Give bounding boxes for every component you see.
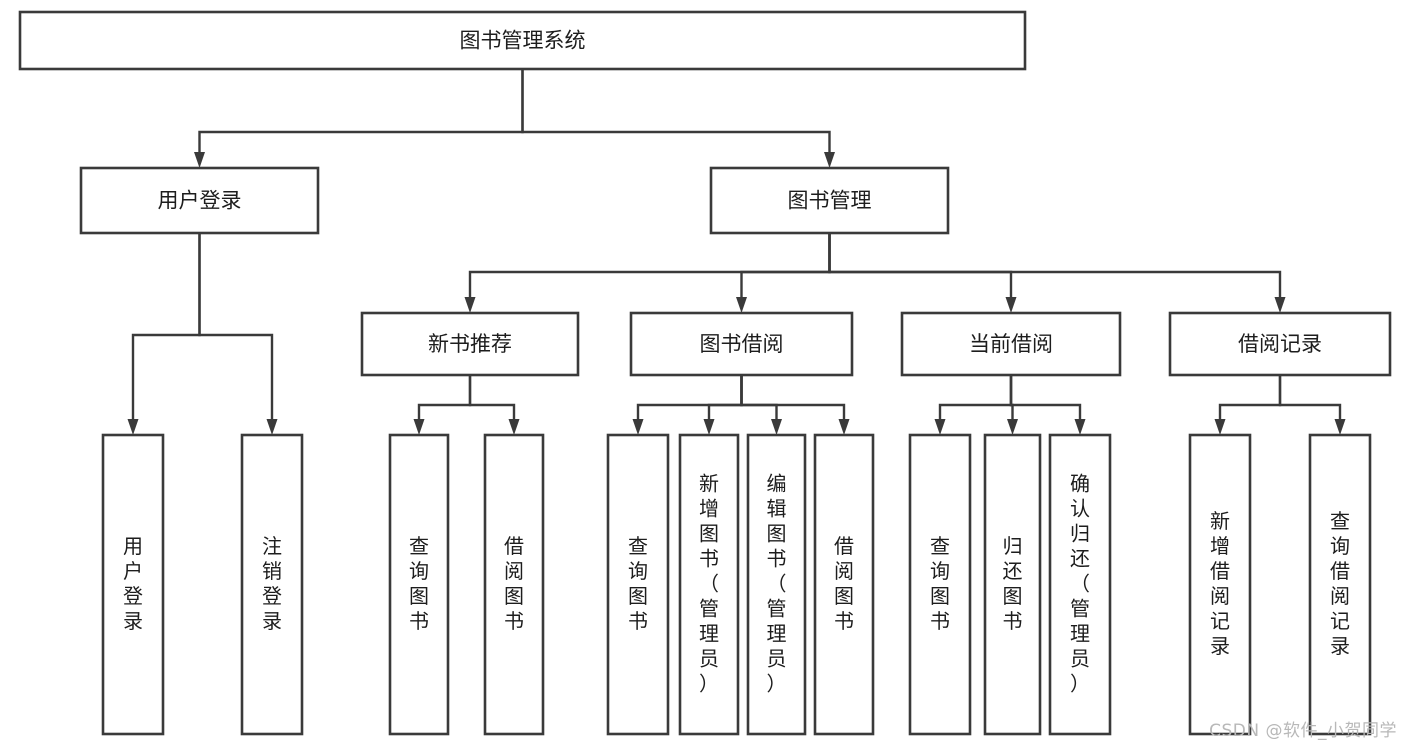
- node-box: [1168, 311, 1392, 377]
- node-leaf-user-logout[interactable]: 注销登录: [240, 433, 304, 736]
- node-box: [360, 311, 580, 377]
- node-label: 用户登录: [123, 534, 143, 633]
- node-leaf-query-book-2[interactable]: 查询图书: [606, 433, 670, 736]
- node-borrow-record[interactable]: 借阅记录: [1168, 311, 1392, 377]
- connector-book-manage-to-borrow-record: [828, 233, 1286, 313]
- node-box: [983, 433, 1042, 736]
- node-label: 查询图书: [628, 534, 648, 633]
- node-label: 查询图书: [930, 534, 950, 633]
- node-label: 图书管理: [788, 189, 872, 213]
- connector-book-borrow-to-leaf-add-book: [703, 375, 743, 435]
- node-leaf-add-book[interactable]: 新增图书（管理员）: [678, 433, 740, 736]
- node-label: 查询图书: [409, 534, 429, 633]
- connector-user-login-to-leaf-user-login: [127, 233, 201, 435]
- connector-current-borrow-to-leaf-query-book-3: [934, 375, 1013, 435]
- connector-new-book-rec-to-leaf-borrow-book-1: [468, 375, 520, 435]
- node-book-borrow[interactable]: 图书借阅: [629, 311, 854, 377]
- node-box: [908, 433, 972, 736]
- node-root[interactable]: 图书管理系统: [18, 10, 1027, 71]
- node-label: 图书管理系统: [460, 29, 586, 53]
- node-box: [388, 433, 450, 736]
- connector-borrow-record-to-leaf-query-record: [1278, 375, 1346, 435]
- node-label: 查询借阅记录: [1330, 509, 1350, 658]
- node-box: [709, 166, 950, 235]
- node-label: 借阅图书: [504, 534, 524, 633]
- node-label: 归还图书: [1003, 534, 1023, 633]
- node-box: [678, 433, 740, 736]
- connector-borrow-record-to-leaf-add-record: [1214, 375, 1282, 435]
- connector-root-to-book-manage: [521, 69, 835, 168]
- node-box: [900, 311, 1122, 377]
- node-label: 编辑图书（管理员）: [767, 472, 787, 696]
- node-new-book-rec[interactable]: 新书推荐: [360, 311, 580, 377]
- node-book-manage[interactable]: 图书管理: [709, 166, 950, 235]
- connector-new-book-rec-to-leaf-query-book-1: [413, 375, 472, 435]
- connector-root-to-user-login: [194, 69, 524, 168]
- node-label: 新书推荐: [428, 332, 512, 356]
- node-user-login[interactable]: 用户登录: [79, 166, 320, 235]
- node-leaf-add-record[interactable]: 新增借阅记录: [1188, 433, 1252, 736]
- node-leaf-query-record[interactable]: 查询借阅记录: [1308, 433, 1372, 736]
- node-current-borrow[interactable]: 当前借阅: [900, 311, 1122, 377]
- node-box: [18, 10, 1027, 71]
- connector-book-manage-to-book-borrow: [736, 233, 831, 313]
- node-leaf-borrow-book-2[interactable]: 借阅图书: [813, 433, 875, 736]
- node-label: 注销登录: [262, 534, 282, 633]
- csdn-watermark: CSDN @软件_小贺同学: [1209, 721, 1397, 741]
- node-label: 确认归还（管理员）: [1070, 472, 1090, 696]
- connector-current-borrow-to-leaf-confirm-return: [1009, 375, 1086, 435]
- node-box: [240, 433, 304, 736]
- node-label: 借阅记录: [1238, 332, 1322, 356]
- node-box: [483, 433, 545, 736]
- node-label: 新增图书（管理员）: [699, 472, 719, 696]
- node-leaf-query-book-1[interactable]: 查询图书: [388, 433, 450, 736]
- node-box: [629, 311, 854, 377]
- node-box: [1048, 433, 1112, 736]
- node-leaf-edit-book[interactable]: 编辑图书（管理员）: [746, 433, 807, 736]
- node-layer: 图书管理系统用户登录图书管理新书推荐图书借阅当前借阅借阅记录用户登录注销登录查询…: [18, 10, 1392, 736]
- node-label: 新增借阅记录: [1210, 509, 1230, 658]
- node-label: 借阅图书: [834, 534, 854, 633]
- node-label: 图书借阅: [700, 332, 784, 356]
- connector-book-borrow-to-leaf-borrow-book-2: [740, 375, 850, 435]
- node-label: 当前借阅: [969, 332, 1053, 356]
- node-leaf-borrow-book-1[interactable]: 借阅图书: [483, 433, 545, 736]
- connector-user-login-to-leaf-user-logout: [198, 233, 278, 435]
- node-leaf-return-book[interactable]: 归还图书: [983, 433, 1042, 736]
- node-box: [746, 433, 807, 736]
- node-box: [813, 433, 875, 736]
- node-box: [606, 433, 670, 736]
- connector-layer: [127, 69, 1346, 435]
- node-box: [101, 433, 165, 736]
- node-box: [1308, 433, 1372, 736]
- node-box: [1188, 433, 1252, 736]
- node-box: [79, 166, 320, 235]
- node-label: 用户登录: [158, 189, 242, 213]
- node-leaf-confirm-return[interactable]: 确认归还（管理员）: [1048, 433, 1112, 736]
- node-leaf-user-login[interactable]: 用户登录: [101, 433, 165, 736]
- node-leaf-query-book-3[interactable]: 查询图书: [908, 433, 972, 736]
